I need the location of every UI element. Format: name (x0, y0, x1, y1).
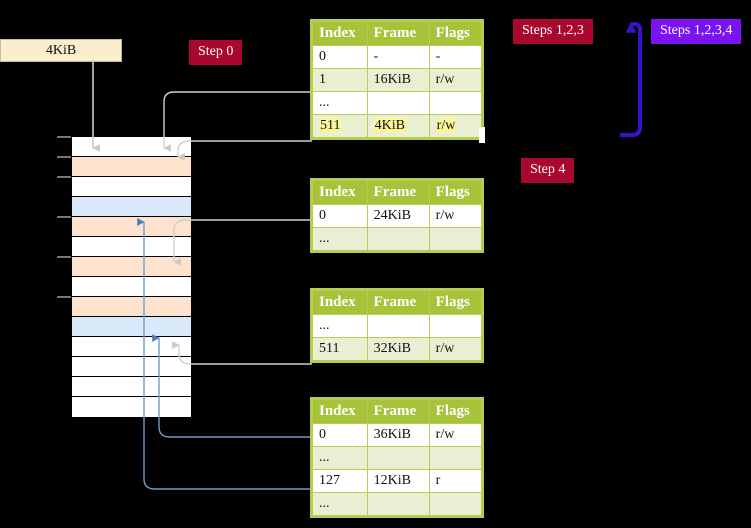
table-header-frame: Frame (366, 399, 430, 424)
table-cell (428, 314, 483, 338)
table-cell: 36KiB (366, 423, 430, 447)
memory-row-tick (57, 156, 71, 158)
table-cell: 24KiB (366, 204, 430, 228)
table-cell: r/w (428, 423, 483, 447)
table-header-index: Index (312, 180, 368, 205)
table-cell (366, 227, 430, 251)
table-row: 0-- (312, 45, 483, 69)
memory-row-tick (57, 136, 71, 138)
table-cell: 1 (312, 68, 368, 92)
memory-row (72, 237, 191, 257)
table-row: 511 4KiB r/w (312, 114, 483, 138)
memory-row-tick (57, 216, 71, 218)
table-row: ... (312, 91, 483, 115)
table-cell (366, 492, 430, 516)
badge-step-4: Step 4 (521, 158, 575, 183)
table-cell: 127 (312, 469, 368, 493)
table-cell: ... (312, 314, 368, 338)
memory-row (72, 337, 191, 357)
memory-row (72, 177, 191, 197)
table-cell: - (366, 45, 430, 69)
connector-table2-to-memory (173, 219, 312, 266)
physical-memory-column (71, 136, 191, 417)
table-cell: 0 (312, 45, 368, 69)
table-cell: ... (312, 446, 368, 470)
table-header-index: Index (312, 21, 368, 46)
arrow-steps-bracket (620, 22, 642, 137)
table-header-frame: Frame (366, 180, 430, 205)
table-header-flags: Flags (428, 290, 483, 315)
table-cell (428, 91, 483, 115)
table-cell: 32KiB (366, 337, 430, 361)
memory-row-tick (57, 296, 71, 298)
connector-table1-511-to-memory (177, 140, 312, 161)
memory-row (72, 297, 191, 317)
table-cell: 4KiB (366, 114, 430, 138)
highlighted-value: r/w (435, 118, 457, 133)
memory-row (72, 257, 191, 277)
table-header-index: Index (312, 290, 368, 315)
table-row: ... (312, 227, 483, 251)
table-row: ... (312, 314, 483, 338)
table-cell: r/w (428, 337, 483, 361)
memory-size-label: 4KiB (0, 39, 122, 62)
table-cell: r (428, 469, 483, 493)
memory-row-tick (57, 256, 71, 258)
table-cell: 16KiB (366, 68, 430, 92)
table-cell: 511 (312, 114, 368, 138)
table-cell (428, 227, 483, 251)
table-header-frame: Frame (366, 21, 430, 46)
table-cell (366, 91, 430, 115)
badge-steps-123: Steps 1,2,3 (513, 19, 593, 44)
badge-step-0: Step 0 (189, 40, 243, 65)
table-cell (428, 492, 483, 516)
memory-row (72, 157, 191, 177)
table-header-flags: Flags (428, 399, 483, 424)
highlighted-value: 4KiB (373, 118, 406, 133)
table-header-frame: Frame (366, 290, 430, 315)
table-cell: r/w (428, 204, 483, 228)
table-row: ... (312, 492, 483, 516)
memory-row (72, 217, 191, 237)
table-cell: 12KiB (366, 469, 430, 493)
table-cell: 0 (312, 204, 368, 228)
memory-size-text: 4KiB (45, 42, 77, 58)
table-header-index: Index (312, 399, 368, 424)
table-cell: ... (312, 227, 368, 251)
memory-row (72, 197, 191, 217)
badge-steps-1234: Steps 1,2,3,4 (651, 19, 742, 44)
memory-row (72, 357, 191, 377)
memory-row (72, 277, 191, 297)
table-cell (366, 446, 430, 470)
memory-row (72, 317, 191, 337)
table-cell (366, 314, 430, 338)
memory-row-tick (57, 176, 71, 178)
table-cell: 0 (312, 423, 368, 447)
table-cell (428, 446, 483, 470)
table-cell: r/w (428, 114, 483, 138)
memory-row (72, 137, 191, 157)
table-cell: 511 (312, 337, 368, 361)
table-cell: ... (312, 492, 368, 516)
table-header-flags: Flags (428, 180, 483, 205)
memory-row (72, 397, 191, 417)
table-cell: r/w (428, 68, 483, 92)
table-header-flags: Flags (428, 21, 483, 46)
highlighted-value: 511 (319, 118, 342, 133)
connector-table3-to-memory (172, 341, 312, 365)
memory-row (72, 377, 191, 397)
table-cell: ... (312, 91, 368, 115)
table-row: ... (312, 446, 483, 470)
table1-right-stub (479, 127, 485, 143)
table-cell: - (428, 45, 483, 69)
